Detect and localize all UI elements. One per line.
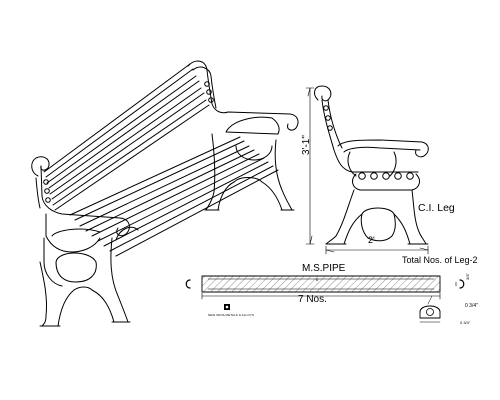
section-dimension-bottom: 0 3/4" (460, 320, 471, 325)
section-dimension-top: 0 3/4" (465, 303, 478, 309)
pipe-diameter-dimension: 3/4" (465, 273, 470, 280)
pipe-count-label: 7 Nos. (298, 294, 327, 305)
pipe-label: M.S.PIPE (302, 263, 346, 274)
side-view-dimensions (305, 87, 429, 255)
width-dimension: 2' (368, 235, 375, 245)
maker-label: NEW INDIA METALS & ALLOYS (208, 313, 254, 317)
bench-side-view (314, 85, 429, 245)
seat-slats (69, 136, 279, 257)
maker-logo-icon (224, 304, 230, 310)
pipe-length-dimension: 6' (316, 277, 319, 282)
leg-label: C.I. Leg (418, 202, 455, 214)
ms-pipe (185, 275, 465, 300)
backrest-slats (43, 63, 210, 211)
pipe-section (419, 295, 441, 323)
front-leg-frame (31, 156, 139, 327)
total-legs-label: Total Nos. of Leg-2 (402, 255, 478, 265)
height-dimension: 3'-1" (301, 135, 312, 155)
rear-leg-frame (187, 60, 299, 211)
bench-perspective (31, 60, 299, 327)
